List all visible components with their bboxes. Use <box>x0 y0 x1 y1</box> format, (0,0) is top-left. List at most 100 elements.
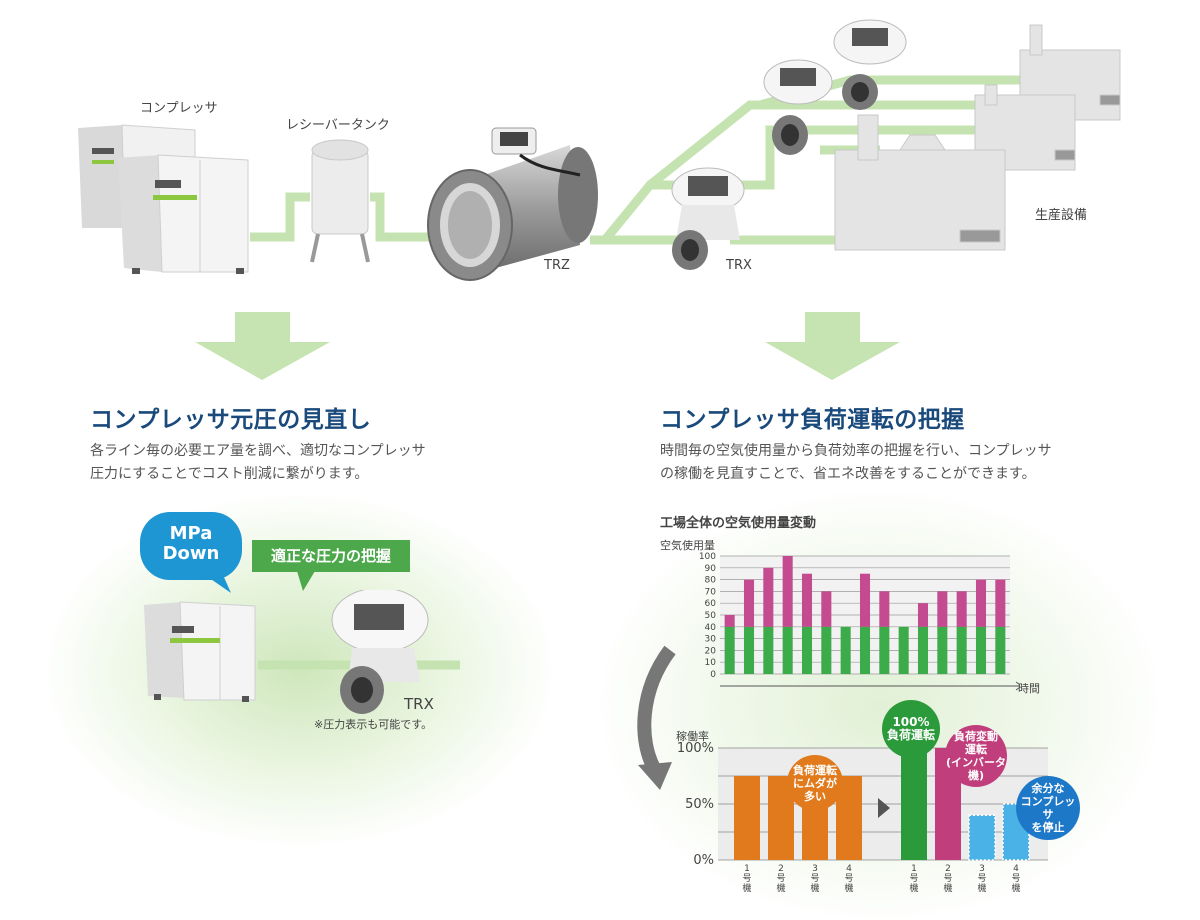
pressure-note: ※圧力表示も可能です。 <box>314 718 433 731</box>
chart1-bar-s1-1 <box>743 579 755 627</box>
chart1-bar-s0-6 <box>840 626 851 674</box>
chart1-bar-s1-2 <box>763 567 774 627</box>
chart1-ytick-label: 10 <box>705 658 717 668</box>
chart2-unit-label: 3 号 機 <box>977 864 987 894</box>
down-text: Down <box>162 543 220 564</box>
chart1-bar-s0-5 <box>821 626 832 674</box>
receiver-tank-label: レシーバータンク <box>286 118 390 133</box>
left-down-arrow <box>195 312 330 380</box>
annotation-variable-text: 負荷変動 運転 (インバータ機) <box>945 730 1007 782</box>
chart1-bar-s0-9 <box>898 626 909 674</box>
chart1-ytick-label: 100 <box>699 552 716 562</box>
annotation-full-load-text: 100% 負荷運転 <box>886 715 935 742</box>
chart1-bar-s0-2 <box>763 626 774 674</box>
chart1-bar-s1-8 <box>879 591 890 627</box>
chart2-unit-label: 1 号 機 <box>909 864 919 894</box>
chart1-bar-s1-5 <box>821 591 832 627</box>
chart2-separator-arrow <box>878 798 890 818</box>
chart1-bar-s0-7 <box>859 626 871 674</box>
chart2-ylabel: 稼働率 <box>676 730 709 743</box>
chart1-ytick-label: 90 <box>705 564 717 574</box>
right-description: 時間毎の空気使用量から負荷効率の把握を行い、コンプレッサ の稼働を見直すことで、… <box>660 440 1160 486</box>
right-desc-line2: の稼働を見直すことで、省エネ改善をすることができます。 <box>660 466 1036 482</box>
chart2-unit-label: 2 号 機 <box>776 864 786 894</box>
annotation-wasteful-text: 負荷運転 にムダが 多い <box>793 763 837 803</box>
chart2-ytick-label: 100% <box>677 741 714 756</box>
left-description: 各ライン毎の必要エア量を調べ、適切なコンプレッサ 圧力にすることでコスト削減に繋… <box>90 440 510 486</box>
chart1-ytick-label: 20 <box>705 646 717 656</box>
chart1-bar-s1-14 <box>995 579 1006 627</box>
chart1-bar-s1-12 <box>956 591 967 627</box>
chart1-x-arrowhead <box>1015 681 1020 691</box>
blue-bubble-tail <box>205 575 231 593</box>
chart1-bar-s0-8 <box>879 626 890 674</box>
chart1-xlabel: 時間 <box>1018 682 1040 695</box>
annotation-full-load: 100% 負荷運転 <box>882 700 940 758</box>
chart2-unit-label: 4 号 機 <box>844 864 854 894</box>
chart2-unit-label: 3 号 機 <box>810 864 820 894</box>
left-desc-line2: 圧力にすることでコスト削減に繋がります。 <box>90 466 369 482</box>
chart1-bar-s1-0 <box>724 615 735 627</box>
compressor-unit-front <box>118 154 249 274</box>
chart1-bar-s1-3 <box>782 556 793 627</box>
chart1-ylabel: 空気使用量 <box>660 539 715 552</box>
chart2-unit-label: 2 号 機 <box>943 864 953 894</box>
green-bubble-tail <box>297 571 315 591</box>
annotation-wasteful-load: 負荷運転 にムダが 多い <box>787 755 843 811</box>
chart1-bar-s0-12 <box>956 626 967 674</box>
left-desc-line1: 各ライン毎の必要エア量を調べ、適切なコンプレッサ <box>90 443 426 459</box>
right-heading: コンプレッサ負荷運転の把握 <box>660 407 965 433</box>
chart2-group2-bar-0 <box>901 748 927 860</box>
proper-pressure-bubble: 適正な圧力の把握 <box>252 540 410 572</box>
chart2-group1-bar-0 <box>734 776 760 860</box>
air-system-diagram <box>78 19 1121 281</box>
chart1-bar-s0-4 <box>801 626 813 674</box>
annotation-variable-load: 負荷変動 運転 (インバータ機) <box>945 725 1007 787</box>
annotation-stop-extra: 余分な コンプレッサ を停止 <box>1016 776 1080 840</box>
chart2-unit-label: 4 号 機 <box>1011 864 1021 894</box>
chart1-ytick-label: 30 <box>705 635 717 645</box>
chart1-ytick-label: 40 <box>705 623 717 633</box>
chart1-bar-s0-10 <box>917 626 929 674</box>
chart1-ytick-label: 70 <box>705 587 717 597</box>
left-compressor-trx-illustration <box>144 590 460 714</box>
trx-label-top: TRX <box>726 258 752 273</box>
left-heading: コンプレッサ元圧の見直し <box>90 407 372 433</box>
production-equipment <box>834 24 1121 251</box>
chart1-bar-s1-7 <box>859 573 871 627</box>
curved-down-arrow <box>637 645 676 790</box>
chart1-bar-s1-4 <box>801 573 813 627</box>
chart1-bar-s1-11 <box>937 591 948 627</box>
trz-flowmeter <box>427 127 598 281</box>
chart1-ytick-label: 50 <box>705 611 717 621</box>
production-equipment-label: 生産設備 <box>1035 208 1088 223</box>
chart1-ytick-label: 80 <box>705 576 717 586</box>
chart1-ytick-label: 60 <box>705 599 717 609</box>
compressor-label: コンプレッサ <box>140 101 218 116</box>
chart1-bar-s1-13 <box>975 579 987 627</box>
mpa-text: MPa <box>169 523 213 544</box>
chart2-unit-label: 1 号 機 <box>742 864 752 894</box>
chart1-bar-s0-14 <box>995 626 1006 674</box>
chart2-ytick-label: 50% <box>685 797 714 812</box>
trx-meter-mid <box>763 59 833 155</box>
right-down-arrow <box>765 312 900 380</box>
mpa-down-bubble: MPa Down <box>140 512 242 580</box>
chart2-group2-bar-2 <box>968 814 996 861</box>
chart1-bar-s1-10 <box>917 603 929 627</box>
receiver-tank <box>310 139 370 263</box>
chart2-ytick-label: 0% <box>693 853 714 868</box>
chart1-ytick-label: 0 <box>710 670 716 680</box>
annotation-stop-text: 余分な コンプレッサ を停止 <box>1020 782 1076 834</box>
chart1-bar-s0-0 <box>724 626 735 674</box>
chart1-title: 工場全体の空気使用量変動 <box>660 516 817 531</box>
trz-label: TRZ <box>544 258 570 273</box>
chart1-bar-s0-1 <box>743 626 755 674</box>
right-desc-line1: 時間毎の空気使用量から負荷効率の把握を行い、コンプレッサ <box>660 443 1052 459</box>
trx-meter-high <box>833 19 907 110</box>
trx-label-left: TRX <box>404 695 434 713</box>
chart1-bar-s0-3 <box>782 626 793 674</box>
chart1-bar-s0-13 <box>975 626 987 674</box>
trx-meter-bottom <box>671 167 745 270</box>
chart1-bar-s0-11 <box>937 626 948 674</box>
